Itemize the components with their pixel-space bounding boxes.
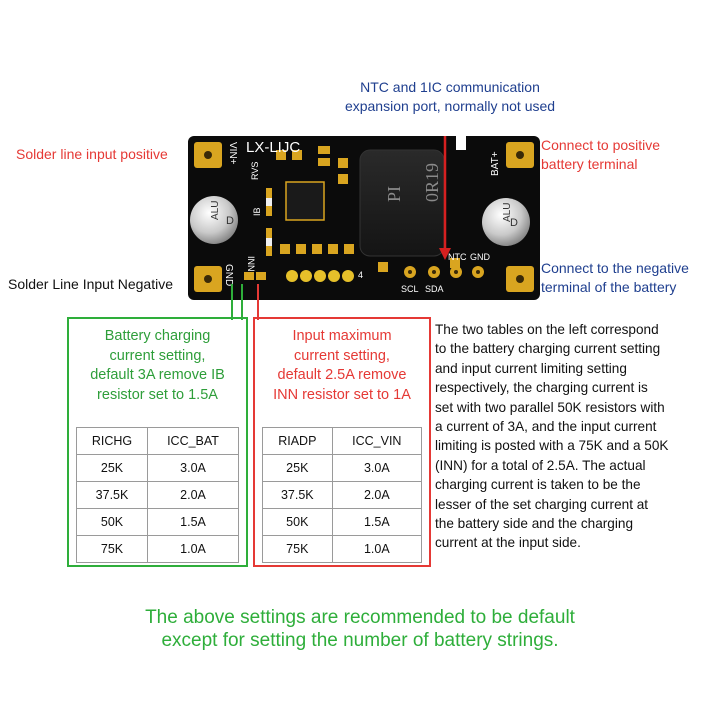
battery-positive-line1: Connect to positive: [541, 137, 661, 153]
paragraph-line: charging current is taken to be the: [435, 477, 641, 493]
board-scl-label: SCL: [401, 284, 419, 294]
arrow-ntc-head: [439, 248, 451, 260]
capacitor-left: [190, 196, 238, 244]
board-bat-plus-label: BAT+: [490, 151, 501, 176]
cap-left-text1: ALU: [210, 201, 221, 220]
board-rvs-label: RVS: [250, 162, 260, 180]
charge-current-box: Battery charging current setting, defaul…: [67, 317, 248, 567]
table-header: RICHG: [75, 427, 149, 455]
explanation-paragraph: The two tables on the left correspond to…: [435, 320, 717, 553]
table-cell: 1.0A: [331, 535, 423, 563]
table-row: RIADP ICC_VIN: [262, 427, 423, 455]
table-row: 75K 1.0A: [75, 535, 239, 563]
charge-title-line2: current setting,: [109, 347, 206, 364]
input-title-line4: INN resistor set to 1A: [273, 386, 411, 403]
charge-title-line1: Battery charging: [104, 328, 211, 344]
board-vin-label: VIN+: [227, 142, 238, 165]
battery-positive-label: Connect to positive battery terminal: [541, 136, 660, 174]
table-cell: 37.5K: [262, 481, 333, 509]
paragraph-line: the battery side and the charging: [435, 516, 633, 532]
input-table: RIADP ICC_VIN 25K 3.0A 37.5K 2.0A 50K 1.…: [262, 427, 423, 563]
board-gnd-left-label: GND: [223, 264, 234, 286]
table-row: 25K 3.0A: [75, 454, 239, 482]
board-inn-label: INN: [246, 256, 256, 272]
table-header: ICC_VIN: [331, 427, 423, 455]
table-cell: 1.5A: [147, 508, 239, 536]
board-ntc-label: NTC: [448, 252, 467, 262]
charge-title-line4: resistor set to 1.5A: [97, 386, 218, 403]
table-row: RICHG ICC_BAT: [75, 427, 239, 455]
paragraph-line: The two tables on the left correspond: [435, 322, 659, 337]
capacitor-right: [482, 198, 530, 246]
table-cell: 3.0A: [331, 454, 423, 482]
solder-positive-label: Solder line input positive: [16, 146, 168, 162]
paragraph-line: a current of 3A, and the input current: [435, 419, 657, 435]
board-gnd-mid-label: GND: [470, 252, 491, 262]
solder-negative-label: Solder Line Input Negative: [8, 276, 173, 292]
table-cell: 50K: [75, 508, 149, 536]
cap-left-text2: D: [226, 215, 234, 227]
cap-right-text1: ALU: [502, 203, 513, 222]
paragraph-line: (INN) for a total of 2.5A. The actual: [435, 457, 646, 473]
board-sda-label: SDA: [425, 284, 444, 294]
table-cell: 2.0A: [147, 481, 239, 509]
table-row: 75K 1.0A: [262, 535, 423, 563]
ntc-label-line2: expansion port, normally not used: [344, 98, 556, 114]
battery-positive-line2: battery terminal: [541, 156, 638, 172]
board-ib-label: IB: [252, 207, 262, 216]
inductor-text1: PI: [384, 186, 404, 202]
input-title-line2: current setting,: [294, 347, 390, 364]
input-title-line3: default 2.5A remove: [277, 367, 407, 383]
ntc-label: NTC and 1IC communication expansion port…: [300, 78, 600, 116]
table-row: 37.5K 2.0A: [75, 481, 239, 509]
battery-negative-line2: terminal of the battery: [541, 279, 677, 295]
table-header: RIADP: [262, 427, 333, 455]
input-title-line1: Input maximum: [292, 328, 392, 344]
charge-table: RICHG ICC_BAT 25K 3.0A 37.5K 2.0A 50K 1.…: [75, 427, 239, 563]
pcb-board: LX-LIJC VIN+ GND RVS IB INN ALU D ALU D …: [188, 136, 540, 300]
ic-chip: [285, 181, 325, 221]
charge-box-title: Battery charging current setting, defaul…: [69, 327, 246, 405]
cap-right-text2: D: [510, 217, 518, 229]
footer-line2: except for setting the number of battery…: [161, 630, 559, 651]
table-cell: 1.0A: [147, 535, 239, 563]
paragraph-line: to the battery charging current setting: [435, 341, 661, 357]
table-cell: 75K: [262, 535, 333, 563]
ntc-label-line1: NTC and 1IC communication: [360, 79, 540, 95]
paragraph-line: respectively, the charging current is: [435, 380, 648, 396]
pcb-notch-right: [456, 136, 466, 150]
inductor-text2: 0R19: [422, 163, 442, 202]
input-box-title: Input maximum current setting, default 2…: [255, 327, 429, 405]
footer-note: The above settings are recommended to be…: [60, 606, 660, 652]
battery-negative-label: Connect to the negative terminal of the …: [541, 259, 689, 297]
paragraph-line: set with two parallel 50K resistors with: [435, 399, 665, 415]
charge-title-line3: default 3A remove IB: [90, 367, 225, 383]
table-cell: 75K: [75, 535, 149, 563]
board-mark-4: 4: [358, 270, 363, 280]
table-header: ICC_BAT: [147, 427, 239, 455]
battery-negative-line1: Connect to the negative: [541, 260, 689, 276]
paragraph-line: and input current limiting setting: [435, 360, 627, 376]
footer-line1: The above settings are recommended to be…: [145, 607, 575, 628]
paragraph-line: current at the input side.: [435, 535, 581, 551]
board-brand: LX-LIJC: [246, 139, 300, 156]
paragraph-line: limiting is posted with a 75K and a 50K: [435, 438, 669, 454]
input-current-box: Input maximum current setting, default 2…: [253, 317, 431, 567]
paragraph-line: lesser of the set charging current at: [435, 496, 649, 512]
table-row: 50K 1.5A: [262, 508, 423, 536]
table-cell: 1.5A: [331, 508, 423, 536]
table-row: 50K 1.5A: [75, 508, 239, 536]
